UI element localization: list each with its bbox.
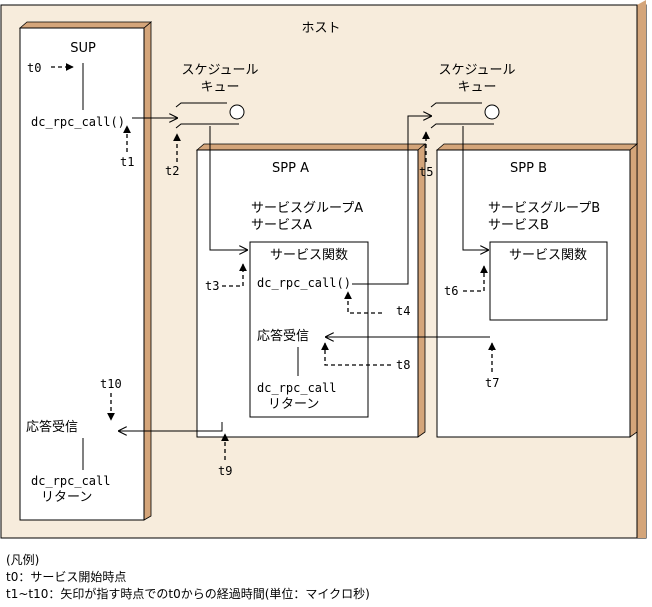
spp-a-response-label: 応答受信	[257, 328, 309, 344]
flow-spp-a-response	[118, 422, 223, 431]
spp-a-group: サービスグループA	[251, 201, 363, 216]
spp-a-return-line1: dc_rpc_call	[257, 381, 336, 395]
spp-b-service: サービスB	[488, 218, 549, 233]
queue2-label-line1: スケジュール	[438, 63, 515, 78]
sup-response-label: 応答受信	[26, 419, 78, 435]
spp-a-return-line2: リターン	[268, 397, 319, 412]
queue1-wheel-icon	[229, 104, 245, 120]
host-title: ホスト	[301, 21, 340, 36]
sup-box: SUP dc_rpc_call() 応答受信 dc_rpc_call リターン	[18, 21, 153, 521]
t7-label: t7	[485, 376, 499, 390]
queue1-bottom-rail	[175, 123, 239, 129]
spp-a-func-title: サービス関数	[270, 248, 348, 263]
spp-b-title: SPP B	[510, 161, 547, 176]
t8-marker	[321, 342, 391, 366]
t2-label: t2	[165, 164, 179, 178]
queue2-wheel-icon	[484, 104, 500, 120]
t5-label: t5	[419, 165, 433, 179]
queue2-bottom-rail	[430, 123, 494, 129]
spp-a-service: サービスA	[251, 218, 312, 233]
t4-label: t4	[396, 304, 410, 318]
t6-label: t6	[444, 284, 458, 298]
t6-marker	[463, 265, 488, 292]
t9-label: t9	[218, 464, 232, 478]
flow-queue1-to-spp-a	[209, 126, 248, 250]
legend: (凡例) t0：サービス開始時点 t1~t10：矢印が指す時点でのt0からの経過…	[6, 552, 370, 603]
sup-return-line1: dc_rpc_call	[31, 474, 110, 488]
t3-marker	[222, 263, 247, 287]
t3-label: t3	[205, 279, 219, 293]
flow-spp-a-to-queue2	[352, 116, 432, 285]
spp-a-service-function: サービス関数 dc_rpc_call() 応答受信 dc_rpc_call リタ…	[249, 241, 369, 418]
queue1-top-rail	[175, 102, 227, 108]
sup-return-line2: リターン	[41, 490, 92, 505]
schedule-queue-1: スケジュール キュー	[175, 63, 259, 129]
spp-b-func-title: サービス関数	[509, 248, 587, 263]
process-flow-diagram: ホスト SUP dc_rpc_call() 応答受信 dc_rpc_call リ…	[0, 0, 647, 539]
queue2-top-rail	[430, 102, 482, 108]
spp-b-service-function: サービス関数	[489, 241, 608, 321]
schedule-queue-2: スケジュール キュー	[430, 63, 516, 129]
sup-title: SUP	[70, 41, 96, 56]
legend-line-1: t0：サービス開始時点	[6, 570, 127, 584]
t8-label: t8	[396, 358, 410, 372]
legend-heading: (凡例)	[6, 553, 40, 567]
sup-call-label: dc_rpc_call()	[31, 115, 125, 129]
t1-label: t1	[120, 155, 134, 169]
flow-queue2-to-spp-b	[462, 126, 489, 250]
legend-line-2: t1~t10：矢印が指す時点でのt0からの経過時間(単位：マイクロ秒)	[6, 587, 370, 601]
spp-a-title: SPP A	[272, 161, 309, 176]
t0-label: t0	[27, 61, 41, 75]
spp-a-call-label: dc_rpc_call()	[257, 276, 351, 290]
spp-b-group: サービスグループB	[488, 201, 600, 216]
queue2-label-line2: キュー	[457, 80, 496, 95]
t10-label: t10	[100, 377, 122, 391]
queue1-label-line1: スケジュール	[181, 63, 258, 78]
queue1-label-line2: キュー	[200, 80, 239, 95]
